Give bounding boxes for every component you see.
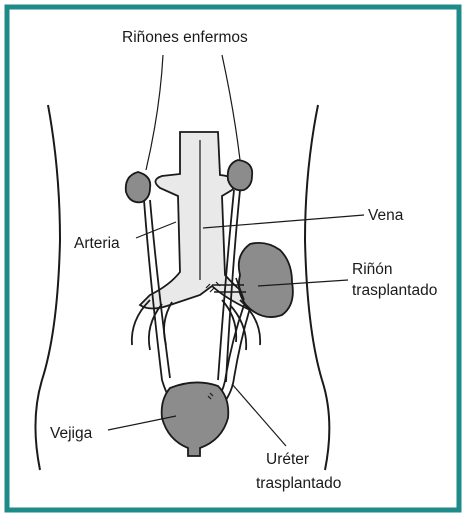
right-diseased-kidney	[228, 160, 253, 190]
label-transplanted-kidney-2: trasplantado	[352, 282, 437, 299]
label-artery: Arteria	[74, 235, 120, 252]
label-bladder: Vejiga	[50, 425, 93, 442]
label-transplanted-ureter-1: Uréter	[266, 451, 309, 468]
label-transplanted-kidney-1: Riñón	[352, 261, 393, 278]
label-transplanted-ureter-2: trasplantado	[256, 475, 341, 492]
left-diseased-kidney	[126, 172, 151, 202]
label-vein: Vena	[368, 207, 404, 224]
label-diseased-kidneys: Riñones enfermos	[122, 29, 248, 46]
